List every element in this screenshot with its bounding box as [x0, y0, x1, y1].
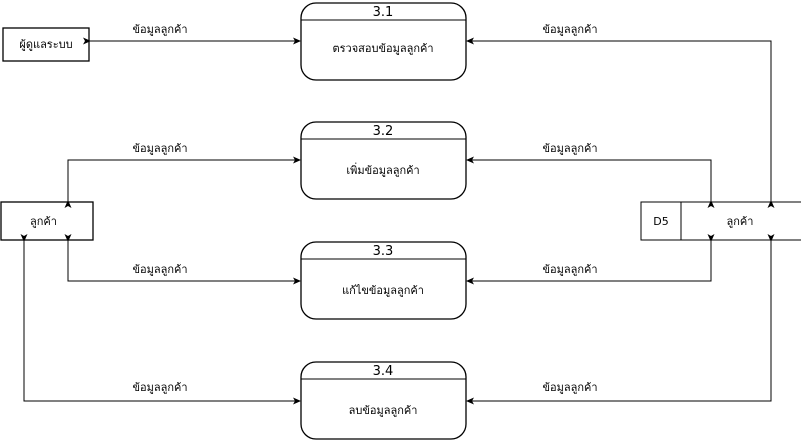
process-label: เพิ่มข้อมูลลูกค้า — [346, 162, 419, 177]
process-3-4[interactable]: 3.4 ลบข้อมูลลูกค้า — [300, 361, 467, 440]
process-3-2[interactable]: 3.2 เพิ่มข้อมูลลูกค้า — [300, 121, 467, 200]
customer-entity-label: ลูกค้า — [30, 215, 57, 228]
flow-label: ข้อมูลลูกค้า — [542, 23, 597, 36]
flow-datastore-3-3: ข้อมูลลูกค้า — [466, 234, 715, 285]
flow-label: ข้อมูลลูกค้า — [132, 142, 187, 155]
process-3-1[interactable]: 3.1 ตรวจสอบข้อมูลลูกค้า — [300, 2, 467, 81]
flow-datastore-3-2: ข้อมูลลูกค้า — [466, 142, 715, 208]
process-number: 3.1 — [373, 5, 394, 20]
datastore-label: ลูกค้า — [727, 215, 754, 228]
flow-customer-3-3: ข้อมูลลูกค้า — [64, 234, 301, 285]
process-3-3[interactable]: 3.3 แก้ไขข้อมูลลูกค้า — [300, 241, 467, 320]
process-label: แก้ไขข้อมูลลูกค้า — [342, 284, 424, 297]
datastore-id: D5 — [653, 215, 668, 228]
flow-datastore-3-1: ข้อมูลลูกค้า — [466, 23, 775, 208]
flow-label: ข้อมูลลูกค้า — [132, 381, 187, 394]
flow-label: ข้อมูลลูกค้า — [132, 23, 187, 36]
datastore-d5[interactable]: D5 ลูกค้า — [640, 201, 801, 241]
admin-entity[interactable]: ผู้ดูแลระบบ — [2, 27, 90, 62]
process-number: 3.2 — [373, 124, 394, 139]
flow-customer-3-2: ข้อมูลลูกค้า — [64, 142, 301, 208]
flow-customer-3-4: ข้อมูลลูกค้า — [20, 234, 301, 405]
process-number: 3.3 — [373, 244, 394, 259]
process-label: ตรวจสอบข้อมูลลูกค้า — [332, 42, 433, 55]
customer-entity[interactable]: ลูกค้า — [0, 201, 94, 241]
flow-label: ข้อมูลลูกค้า — [542, 142, 597, 155]
flow-label: ข้อมูลลูกค้า — [132, 263, 187, 276]
process-label: ลบข้อมูลลูกค้า — [349, 404, 418, 417]
flow-label: ข้อมูลลูกค้า — [542, 263, 597, 276]
admin-entity-label: ผู้ดูแลระบบ — [19, 38, 72, 51]
process-number: 3.4 — [373, 364, 394, 379]
flow-label: ข้อมูลลูกค้า — [542, 381, 597, 394]
flow-admin-3-1: ข้อมูลลูกค้า — [83, 23, 301, 45]
flow-datastore-3-4: ข้อมูลลูกค้า — [466, 234, 775, 405]
